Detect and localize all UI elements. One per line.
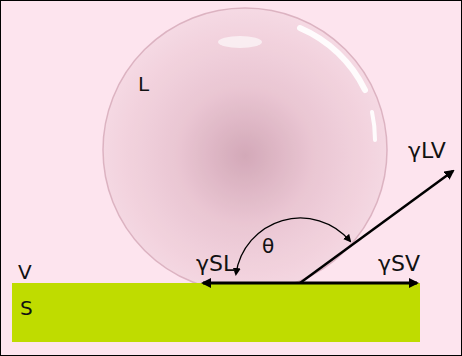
droplet	[103, 8, 387, 283]
solid-substrate	[12, 283, 420, 342]
tension-label: γSL	[196, 253, 235, 275]
angle-arc	[236, 218, 350, 274]
force-arrow	[300, 282, 417, 285]
phase-label: S	[20, 298, 33, 318]
tension-label: γSV	[378, 253, 420, 275]
phase-label: V	[18, 262, 32, 282]
phase-label: L	[138, 74, 149, 94]
tension-label: γLV	[408, 140, 446, 162]
force-arrow	[203, 282, 300, 285]
force-arrow	[300, 171, 453, 283]
angle-label: θ	[262, 236, 274, 256]
